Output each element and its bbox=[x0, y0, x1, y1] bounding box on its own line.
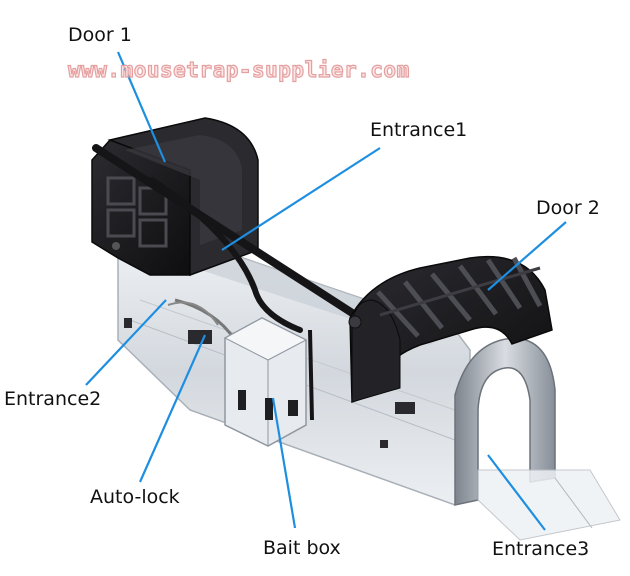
label-entrance-2: Entrance2 bbox=[4, 388, 102, 410]
leader-lines bbox=[85, 51, 567, 531]
watermark-text: www.mousetrap-supplier.com bbox=[67, 58, 410, 82]
leader-entrance-1 bbox=[221, 147, 381, 251]
leader-auto-lock bbox=[138, 334, 207, 483]
leader-entrance-2 bbox=[85, 299, 167, 386]
label-door-2: Door 2 bbox=[536, 197, 600, 219]
bait-box bbox=[223, 317, 308, 447]
leader-bait-box bbox=[271, 397, 297, 529]
label-bait-box: Bait box bbox=[263, 537, 341, 559]
label-entrance-3: Entrance3 bbox=[492, 538, 590, 560]
metal-entrance-frame bbox=[454, 337, 621, 541]
leader-door-1 bbox=[116, 51, 167, 163]
label-entrance-1: Entrance1 bbox=[370, 119, 468, 141]
leader-door-2 bbox=[487, 221, 567, 291]
door-2 bbox=[348, 255, 553, 404]
label-door-1: Door 1 bbox=[68, 24, 132, 46]
label-auto-lock: Auto-lock bbox=[90, 486, 180, 508]
leader-entrance-3 bbox=[487, 454, 546, 531]
